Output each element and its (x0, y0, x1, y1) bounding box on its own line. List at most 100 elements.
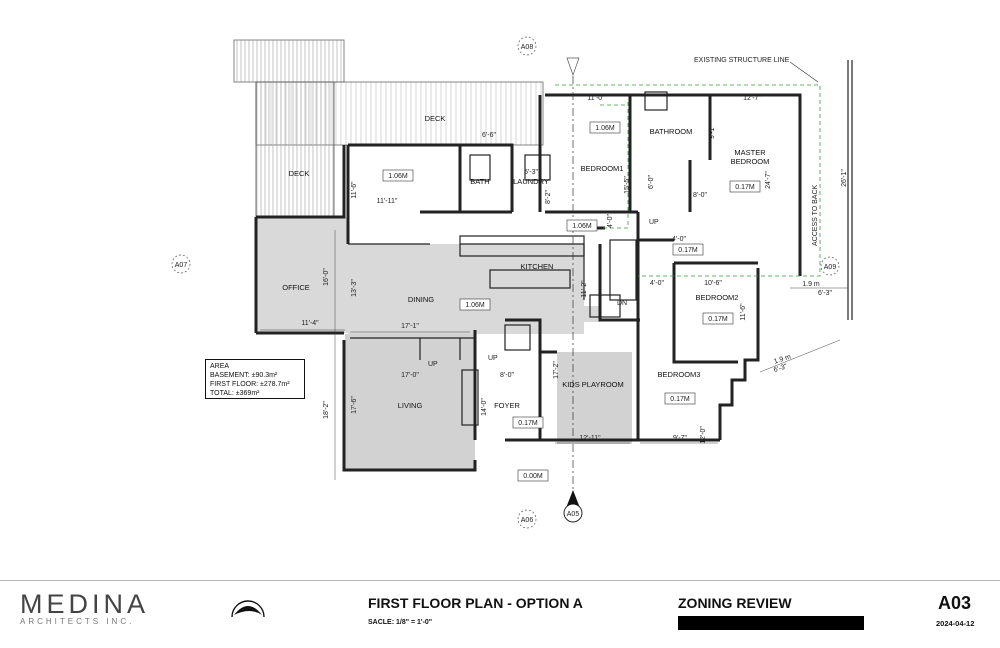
dimension-label: 16'-0" (323, 268, 330, 286)
elevation-tag: 0.17M (729, 180, 761, 193)
elevation-tag: 1.06M (589, 121, 621, 134)
room-bedroom2: BEDROOM2 (696, 293, 739, 302)
dimension-label: 11'-6" (351, 181, 358, 199)
dimension-label: 11'-11" (377, 198, 398, 205)
logo-wordmark: MEDINA (20, 589, 150, 619)
dimension-label: 6'-6" (482, 132, 496, 139)
floor-plan: A08 A07 A09 A06 A05 DECK DECK BATH LAUND… (171, 36, 853, 529)
title-block: MEDINA ARCHITECTS INC. FIRST FLOOR PLAN … (0, 580, 1000, 648)
svg-text:A06: A06 (521, 517, 534, 524)
svg-text:A08: A08 (521, 44, 534, 51)
sheet-number: A03 (938, 593, 972, 613)
svg-text:0.17M: 0.17M (670, 396, 690, 403)
dimension-label: 6'-0" (648, 175, 655, 189)
stair-up-label-2: UP (488, 355, 498, 362)
dimension-label: 11'-6" (740, 303, 747, 321)
existing-structure-label: EXISTING STRUCTURE LINE (694, 57, 790, 64)
elevation-tag: 0.17M (664, 392, 696, 405)
dimension-label: 9'-1" (709, 125, 716, 139)
dimension-label: 4'-0" (672, 236, 686, 243)
dimension-label: 4'-0" (607, 214, 614, 228)
drawing-scale: SACLE: 1/8" = 1'-0" (368, 619, 433, 626)
dimension-label: 10'-6" (704, 280, 722, 287)
stair-up-label-3: UP (649, 219, 659, 226)
room-office: OFFICE (282, 283, 310, 292)
dimension-label: 6'-3" (818, 290, 832, 297)
room-deck-left: DECK (289, 169, 310, 178)
dimension-label: 17'-0" (401, 372, 419, 379)
dimension-label: 18'-2" (323, 401, 330, 419)
elevation-tag: 0.17M (512, 416, 544, 429)
dimension-label: 24'-7" (765, 171, 772, 189)
svg-text:0.17M: 0.17M (518, 420, 538, 427)
dimension-label: 26'-1" (841, 169, 848, 187)
room-kitchen: KITCHEN (521, 262, 554, 271)
redaction-bar (678, 616, 864, 630)
room-bathroom: BATHROOM (650, 127, 693, 136)
room-foyer: FOYER (494, 401, 520, 410)
deck-area (233, 39, 544, 218)
room-living: LIVING (398, 401, 423, 410)
zoned-areas (256, 217, 632, 470)
firm-logo: MEDINA ARCHITECTS INC. (20, 589, 149, 626)
svg-text:0.17M: 0.17M (678, 247, 698, 254)
area-total: TOTAL: ±369m² (210, 390, 260, 397)
dimension-label: 9'-7" (673, 435, 687, 442)
area-first-floor: FIRST FLOOR: ±278.7m² (210, 381, 290, 388)
section-marker-a05: A05 (563, 490, 583, 523)
dimension-label: 12'-11" (579, 435, 601, 442)
svg-text:1.06M: 1.06M (388, 173, 408, 180)
svg-text:A07: A07 (175, 262, 188, 269)
dimension-label: 11'-0" (587, 95, 605, 102)
stair-up-label-1: UP (428, 361, 438, 368)
room-deck-top: DECK (425, 114, 446, 123)
area-basement: BASEMENT: ±90.3m² (210, 372, 278, 379)
svg-text:1.06M: 1.06M (572, 223, 592, 230)
elevation-tag: 1.06M (382, 169, 414, 182)
svg-text:A05: A05 (567, 511, 580, 518)
room-laundry: LAUNDRY (513, 177, 549, 186)
area-summary-box: AREA BASEMENT: ±90.3m² FIRST FLOOR: ±278… (205, 359, 305, 399)
dimension-label: 17'-1" (401, 323, 419, 330)
dimension-label: 17'-6" (351, 396, 358, 414)
north-arrow-icon (231, 600, 265, 618)
zoning-review-label: ZONING REVIEW (678, 595, 792, 611)
dimension-label: 8'-0" (500, 372, 514, 379)
room-kids-playroom: KIDS PLAYROOM (562, 380, 624, 389)
elevation-tag: 0.00M (517, 469, 549, 482)
walls (254, 93, 802, 472)
elevation-tag: 1.06M (566, 219, 598, 232)
dimension-label: 8'-2" (545, 190, 552, 204)
room-bath: BATH (470, 177, 489, 186)
room-bedroom1: BEDROOM1 (581, 164, 624, 173)
room-master: MASTER (734, 148, 766, 157)
thin-walls (348, 60, 853, 426)
section-arrow-top (566, 57, 580, 77)
section-marker-a09: A09 (820, 256, 840, 276)
stair-down-label: DN (617, 300, 627, 307)
access-to-back-label: ACCESS TO BACK (812, 184, 819, 246)
dimension-label: 15'-5" (624, 176, 631, 194)
svg-text:1.06M: 1.06M (595, 125, 615, 132)
elevation-tag: 1.06M (459, 298, 491, 311)
dimension-label: 8'-0" (693, 192, 707, 199)
elevation-tag: 0.17M (702, 312, 734, 325)
svg-text:A09: A09 (824, 264, 837, 271)
room-dining: DINING (408, 295, 434, 304)
elevation-tag: 0.17M (672, 243, 704, 256)
existing-structure-dash (555, 84, 821, 277)
logo-subtitle: ARCHITECTS INC. (20, 617, 135, 626)
dimension-label: 12'-7" (743, 95, 761, 102)
dimension-label: 6'-3" (773, 363, 789, 374)
section-marker-a06: A06 (517, 509, 537, 529)
section-marker-a07: A07 (171, 254, 191, 274)
svg-text:0.17M: 0.17M (735, 184, 755, 191)
room-master-bedroom: BEDROOM (731, 157, 770, 166)
section-marker-a08: A08 (517, 36, 537, 56)
dimension-label: 13'-3" (351, 279, 358, 297)
svg-text:0.00M: 0.00M (523, 473, 543, 480)
svg-text:1.06M: 1.06M (465, 302, 485, 309)
dimension-lines (260, 230, 848, 480)
dimension-label: 14'-0" (481, 398, 488, 416)
dimension-label: 1.9 m (802, 281, 820, 288)
